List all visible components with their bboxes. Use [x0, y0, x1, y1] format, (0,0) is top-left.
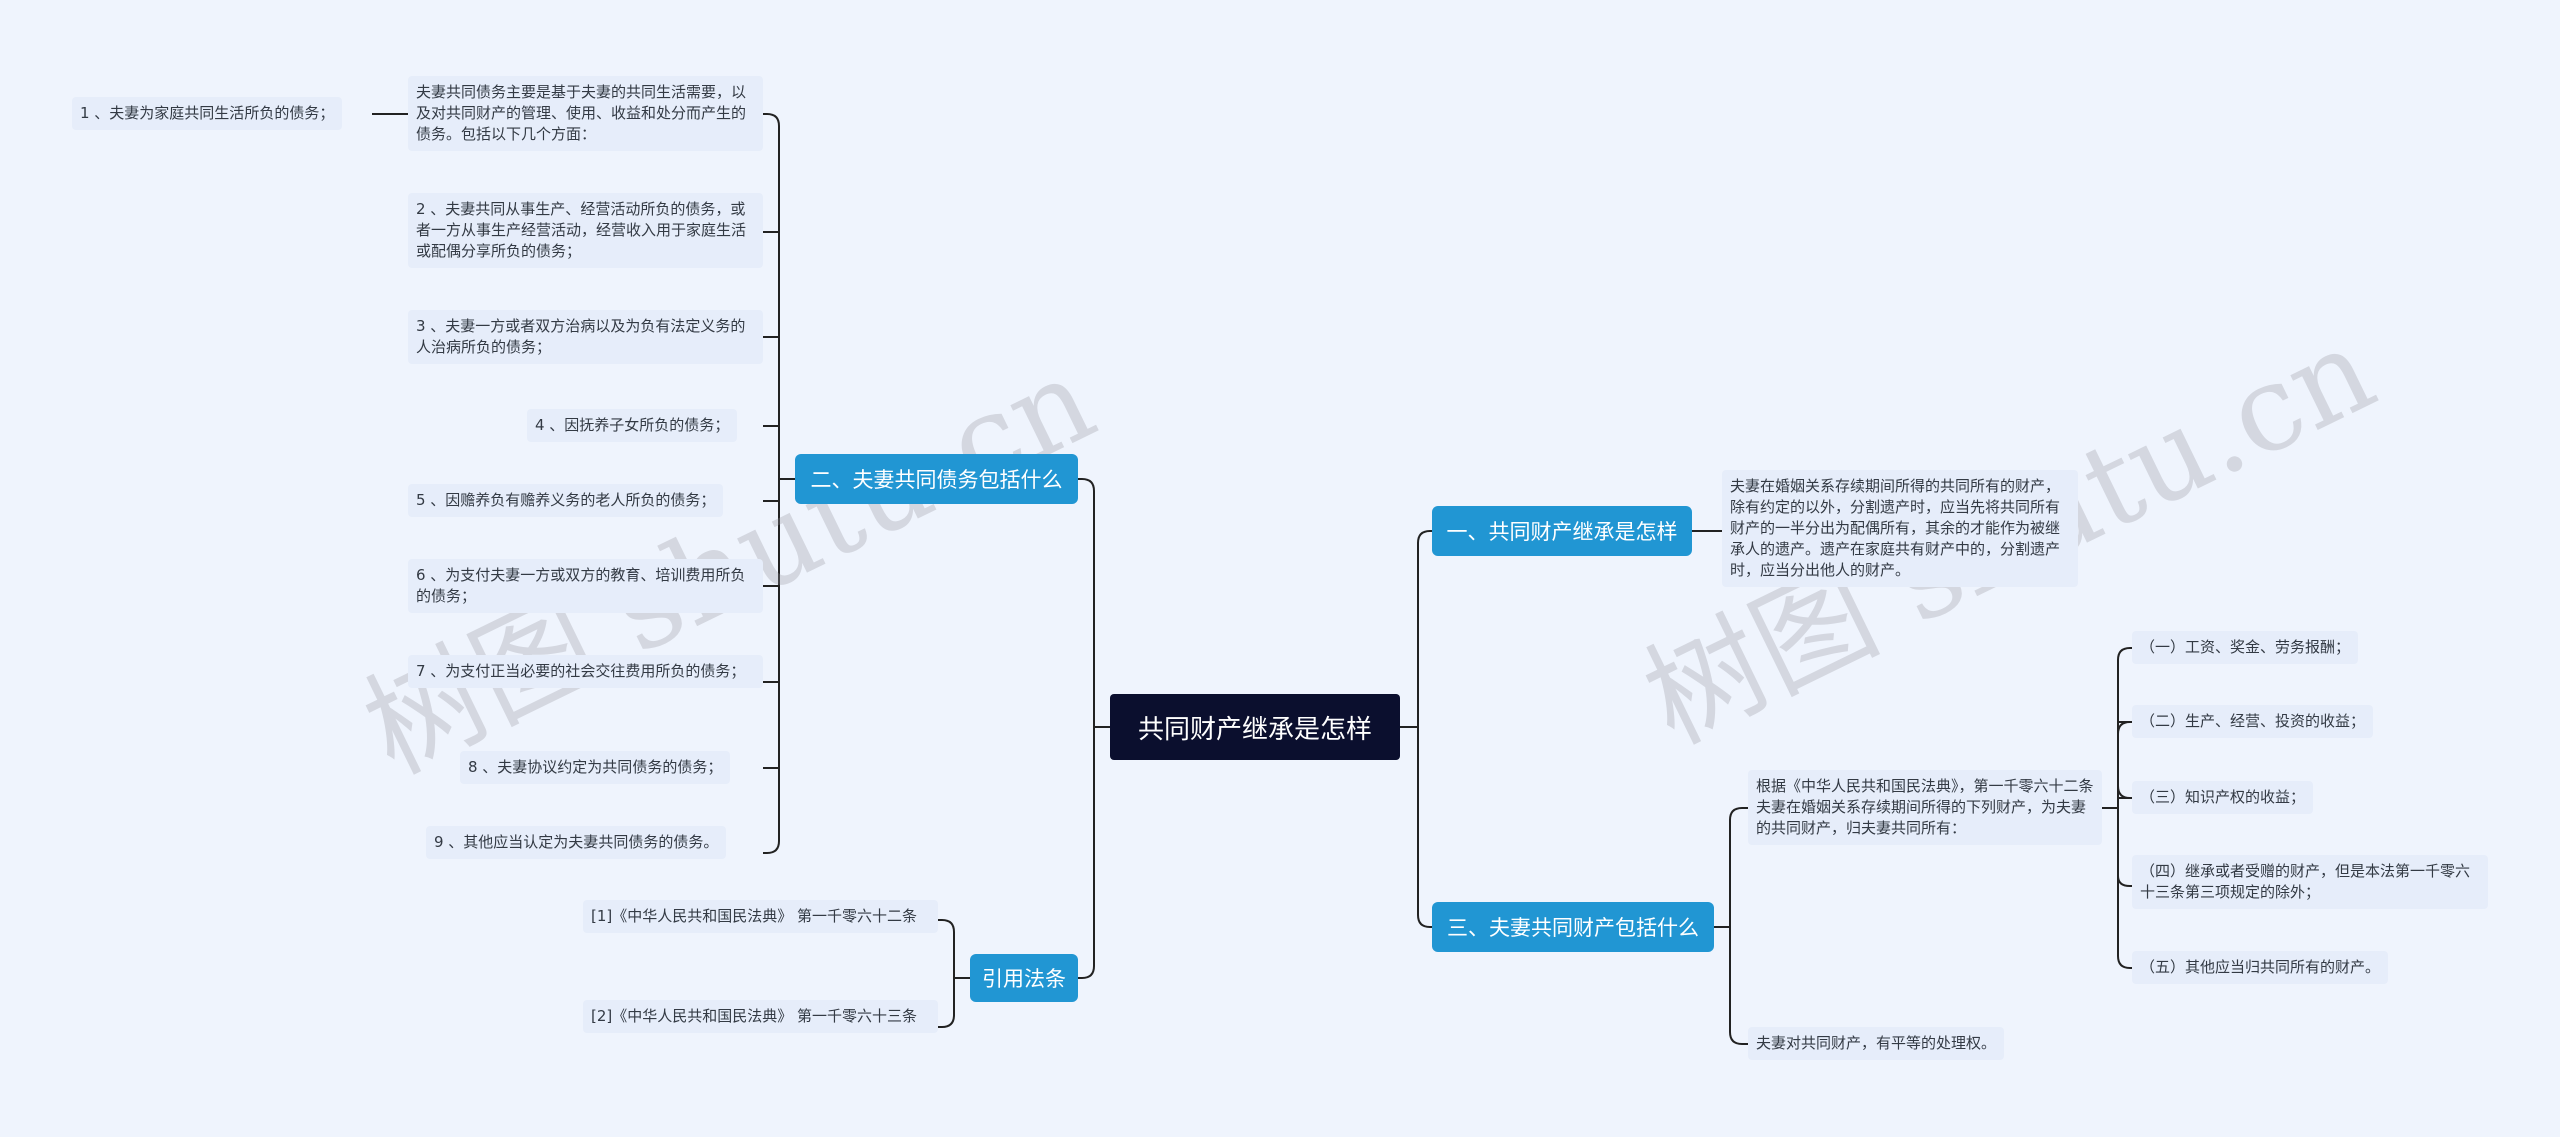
debt-item-1: 1 、夫妻为家庭共同生活所负的债务；: [72, 97, 343, 130]
property-item-1: （一）工资、奖金、劳务报酬；: [2132, 631, 2359, 664]
debt-item-6: 6 、为支付夫妻一方或双方的教育、培训费用所负的债务；: [408, 559, 763, 613]
branch-inheritance[interactable]: 一、共同财产继承是怎样: [1432, 506, 1692, 556]
branch-common-property[interactable]: 三、夫妻共同财产包括什么: [1432, 902, 1714, 952]
debt-item-8: 8 、夫妻协议约定为共同债务的债务；: [460, 751, 731, 784]
root-node[interactable]: 共同财产继承是怎样: [1110, 694, 1400, 760]
law-citation-2[interactable]: [2]《中华人民共和国民法典》 第一千零六十三条: [583, 1000, 938, 1033]
inheritance-explanation: 夫妻在婚姻关系存续期间所得的共同所有的财产，除有约定的以外，分割遗产时，应当先将…: [1722, 470, 2078, 587]
property-item-4: （四）继承或者受赠的财产，但是本法第一千零六十三条第三项规定的除外；: [2132, 855, 2488, 909]
debt-item-7: 7 、为支付正当必要的社会交往费用所负的债务；: [408, 655, 763, 688]
debt-item-intro: 夫妻共同债务主要是基于夫妻的共同生活需要，以及对共同财产的管理、使用、收益和处分…: [408, 76, 763, 151]
law-citation-1[interactable]: [1]《中华人民共和国民法典》 第一千零六十二条: [583, 900, 938, 933]
branch-common-debts[interactable]: 二、夫妻共同债务包括什么: [795, 454, 1078, 504]
property-equal-rights: 夫妻对共同财产，有平等的处理权。: [1748, 1027, 2005, 1060]
property-item-5: （五）其他应当归共同所有的财产。: [2132, 951, 2389, 984]
debt-item-4: 4 、因抚养子女所负的债务；: [527, 409, 738, 442]
property-item-3: （三）知识产权的收益；: [2132, 781, 2314, 814]
debt-item-3: 3 、夫妻一方或者双方治病以及为负有法定义务的人治病所负的债务；: [408, 310, 763, 364]
debt-item-5: 5 、因赡养负有赡养义务的老人所负的债务；: [408, 484, 724, 517]
debt-item-2: 2 、夫妻共同从事生产、经营活动所负的债务，或者一方从事生产经营活动，经营收入用…: [408, 193, 763, 268]
debt-item-9: 9 、其他应当认定为夫妻共同债务的债务。: [426, 826, 727, 859]
property-law-basis: 根据《中华人民共和国民法典》，第一千零六十二条夫妻在婚姻关系存续期间所得的下列财…: [1748, 770, 2102, 845]
property-item-2: （二）生产、经营、投资的收益；: [2132, 705, 2374, 738]
branch-cited-laws[interactable]: 引用法条: [970, 954, 1078, 1002]
